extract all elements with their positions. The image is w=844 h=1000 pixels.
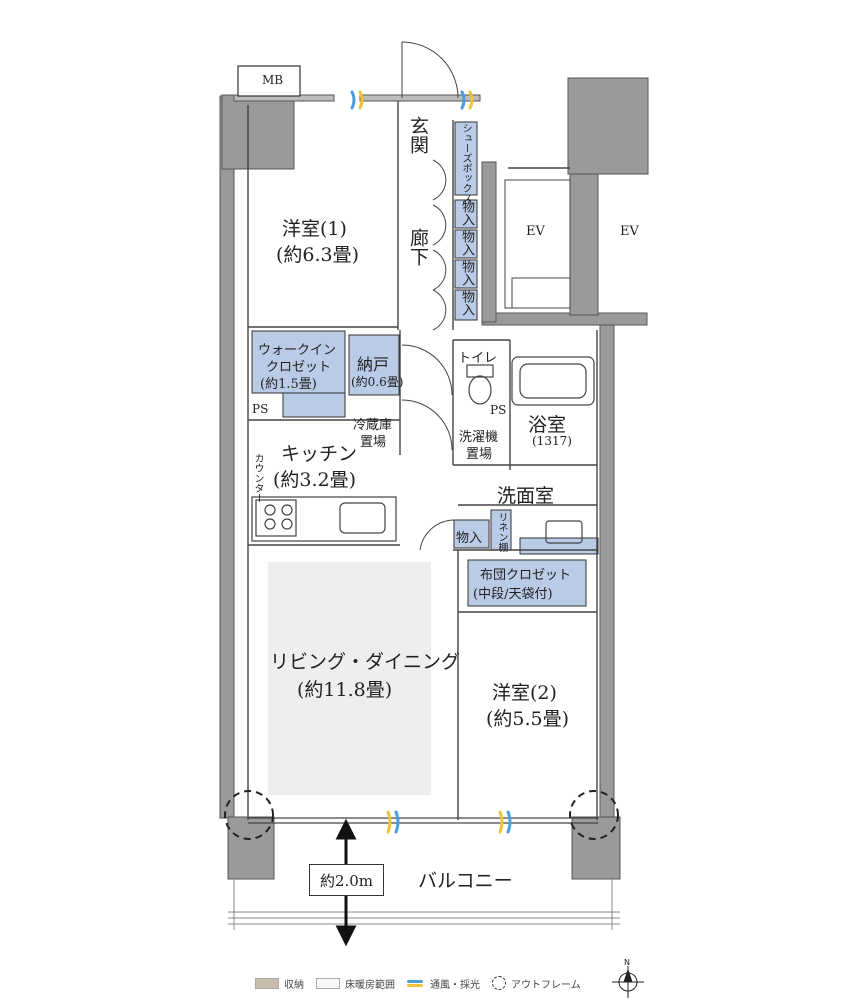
washbasin bbox=[545, 520, 583, 544]
balcony-label: バルコニー bbox=[418, 870, 513, 892]
mb-box bbox=[237, 65, 301, 97]
window-line bbox=[248, 817, 598, 824]
kitchen-fixtures bbox=[251, 496, 397, 542]
doors bbox=[401, 41, 459, 551]
legend-floor-heating: 床暖房範囲 bbox=[316, 976, 395, 991]
senmen-label: 洗面室 bbox=[497, 485, 555, 507]
futon-closet-note: (中段/天袋付) bbox=[473, 587, 553, 602]
north-compass bbox=[612, 966, 644, 998]
elevator-shaft bbox=[504, 179, 571, 309]
monoire-label-5: 物入 bbox=[456, 531, 483, 546]
north-label: N bbox=[624, 958, 630, 967]
kitchen-label: キッチン bbox=[281, 443, 358, 465]
living-dining-label: リビング・ダイニング bbox=[270, 651, 461, 673]
interior-walls bbox=[247, 101, 598, 820]
fridge-label-2: 置場 bbox=[360, 435, 387, 450]
nando-size: (約0.6畳) bbox=[351, 375, 404, 389]
bathtub bbox=[511, 356, 595, 406]
legend-floor-heating-text: 床暖房範囲 bbox=[345, 979, 395, 991]
wind-icon bbox=[407, 978, 425, 988]
counter-label: カウンター bbox=[252, 453, 263, 503]
living-dining-size: (約11.8畳) bbox=[297, 679, 393, 701]
monoire-label-3: 物入 bbox=[459, 260, 474, 286]
monoire-label-1: 物入 bbox=[459, 200, 474, 226]
balcony-depth-label: 約2.0m bbox=[309, 864, 384, 896]
western-room-2-size: (約5.5畳) bbox=[486, 708, 570, 730]
legend-ventilation-text: 通風・採光 bbox=[430, 979, 480, 991]
legend-ventilation: 通風・採光 bbox=[407, 976, 480, 991]
ps-label-1: PS bbox=[252, 402, 269, 416]
legend-outframe: アウトフレーム bbox=[492, 976, 581, 991]
western-room-2-name: 洋室(2) bbox=[492, 682, 557, 704]
outframe-ring-icon bbox=[492, 976, 506, 990]
floor-heating-swatch bbox=[316, 977, 340, 989]
wic-label-1: ウォークイン bbox=[258, 343, 337, 358]
outframe-markers bbox=[224, 790, 619, 840]
futon-closet-label: 布団クロゼット bbox=[480, 568, 572, 583]
genkan-label: 玄関 bbox=[407, 116, 429, 154]
wic-size: (約1.5畳) bbox=[260, 377, 317, 392]
monoire-label-4: 物入 bbox=[459, 290, 474, 316]
ps-label-2: PS bbox=[490, 403, 507, 417]
western-room-1-size: (約6.3畳) bbox=[276, 244, 360, 266]
bath-label: 浴室 bbox=[528, 414, 567, 436]
legend: 収納 床暖房範囲 通風・採光 アウトフレーム bbox=[255, 975, 593, 991]
linen-label: リネン棚 bbox=[496, 512, 507, 552]
ev-label-1: EV bbox=[526, 224, 545, 239]
mb-label: MB bbox=[262, 73, 284, 87]
walls bbox=[219, 77, 649, 880]
kitchen-size: (約3.2畳) bbox=[273, 469, 357, 491]
monoire-label-2: 物入 bbox=[459, 230, 474, 256]
storage-swatch bbox=[255, 977, 279, 989]
nando-label: 納戸 bbox=[357, 355, 390, 374]
legend-storage-text: 収納 bbox=[284, 979, 304, 991]
bath-size: (1317) bbox=[532, 434, 572, 448]
toilet-label: トイレ bbox=[458, 351, 498, 366]
shoes-box-label: シューズボックス bbox=[460, 123, 471, 203]
fridge-label-1: 冷蔵庫 bbox=[353, 418, 393, 433]
storage-areas bbox=[251, 121, 599, 607]
washer-label-2: 置場 bbox=[466, 447, 493, 462]
ev-label-2: EV bbox=[620, 224, 639, 239]
balcony-rail bbox=[228, 879, 620, 930]
floor-heating-area bbox=[268, 562, 431, 795]
ventilation-marks bbox=[350, 90, 512, 834]
toilet-fixture bbox=[466, 364, 494, 405]
legend-storage: 収納 bbox=[255, 976, 304, 991]
western-room-1-name: 洋室(1) bbox=[282, 218, 347, 240]
legend-outframe-text: アウトフレーム bbox=[511, 979, 581, 991]
corridor-label: 廊下 bbox=[407, 228, 429, 266]
washer-label-1: 洗濯機 bbox=[459, 430, 499, 445]
wic-label-2: クロゼット bbox=[266, 360, 332, 375]
